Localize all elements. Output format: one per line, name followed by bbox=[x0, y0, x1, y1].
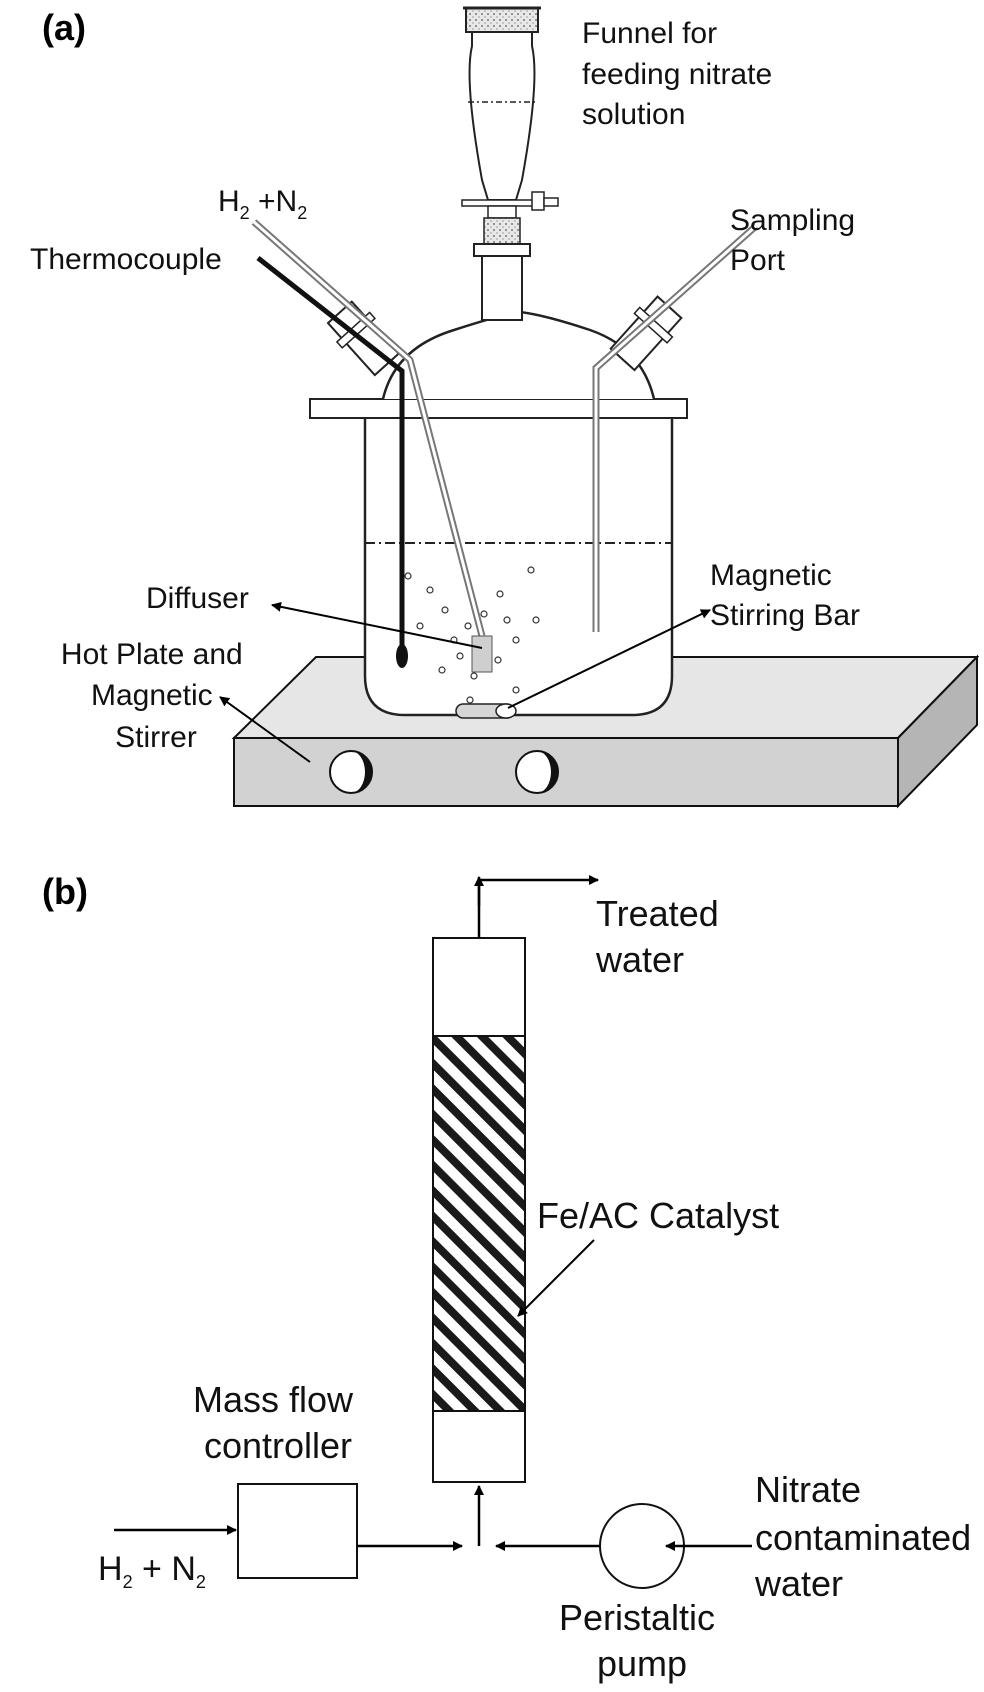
diffuser-arrow bbox=[271, 601, 483, 649]
catalyst-label: Fe/AC Catalyst bbox=[537, 1195, 779, 1236]
nitrate-water-label: Nitrate contaminated water bbox=[754, 1469, 981, 1604]
packed-column bbox=[432, 937, 526, 1483]
vessel-flange bbox=[309, 398, 688, 419]
catalyst-arrow bbox=[517, 1239, 595, 1317]
gas-inlet-label-b: H2 + N2 bbox=[98, 1550, 206, 1592]
stirring-bar-arrow bbox=[507, 609, 711, 709]
hot-plate-knob-right bbox=[515, 750, 559, 794]
hot-plate-label: Hot Plate and Magnetic Stirrer bbox=[61, 638, 251, 754]
diffuser bbox=[471, 635, 493, 673]
pump-label: Peristaltic pump bbox=[559, 1597, 725, 1684]
hot-plate-knob-left bbox=[329, 750, 373, 794]
sampling-port-label: Sampling Port bbox=[730, 204, 863, 277]
center-neck bbox=[481, 254, 523, 321]
gas-inlet-label-a: H2 +N2 bbox=[218, 185, 307, 223]
diffuser-label: Diffuser bbox=[146, 582, 249, 615]
mass-flow-controller-box bbox=[237, 1483, 358, 1579]
catalyst-bed bbox=[432, 1035, 526, 1412]
right-neck bbox=[609, 295, 683, 372]
panel-b: (b) Treated water Fe/AC Catalyst Mass fl… bbox=[42, 871, 981, 1684]
sampling-tube bbox=[592, 223, 759, 632]
panel-a-label: (a) bbox=[42, 7, 86, 48]
magnetic-stirring-bar bbox=[455, 703, 517, 719]
hot-plate-arrow bbox=[219, 696, 311, 763]
feeding-funnel bbox=[461, 6, 559, 257]
panel-b-label: (b) bbox=[42, 871, 88, 912]
gas-inlet-tube bbox=[251, 219, 493, 673]
treated-water-outlet bbox=[477, 875, 599, 938]
thermocouple-probe bbox=[256, 256, 408, 668]
mass-flow-controller-label: Mass flow controller bbox=[193, 1379, 363, 1466]
stirring-bar-label: Magnetic Stirring Bar bbox=[710, 559, 860, 632]
funnel-label: Funnel for feeding nitrate solution bbox=[582, 17, 780, 131]
panel-a: (a) bbox=[30, 6, 980, 809]
thermocouple-label: Thermocouple bbox=[30, 243, 222, 276]
treated-water-label: Treated water bbox=[595, 893, 729, 980]
